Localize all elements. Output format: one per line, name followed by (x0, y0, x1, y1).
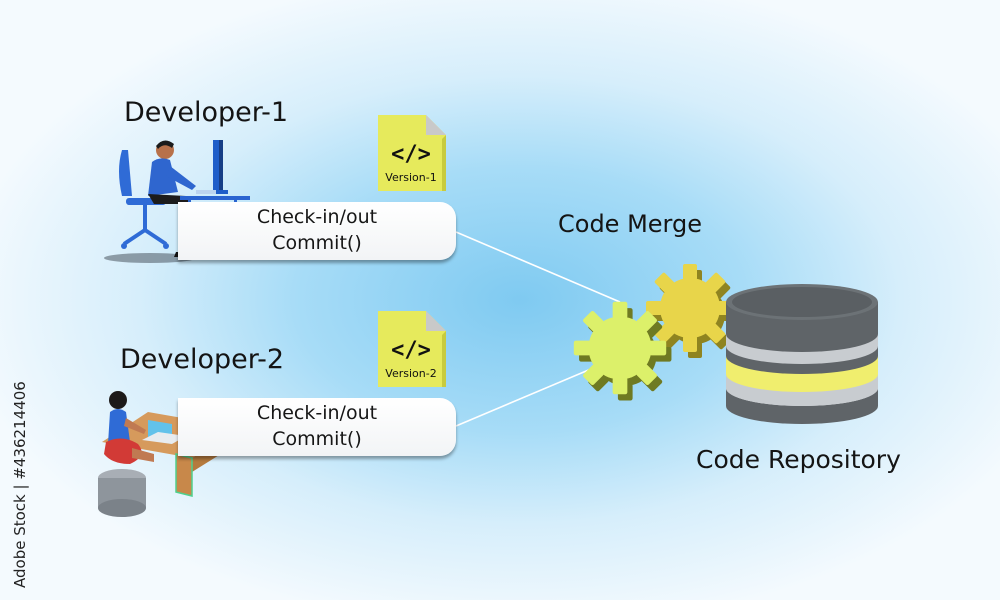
stock-watermark: Adobe Stock | #436214406 (5, 360, 35, 590)
database-icon (726, 284, 878, 424)
connector-dev1-to-merge (455, 231, 621, 303)
code-merge-label: Code Merge (558, 210, 702, 238)
connector-dev2-to-merge (455, 365, 599, 427)
developer-1-code-tag: </> (391, 142, 431, 167)
developer-2-action-line1: Check-in/out (256, 402, 378, 424)
developer-2-code-file (378, 311, 446, 387)
developer-1-code-file (378, 115, 446, 191)
developer-2-label: Developer-2 (120, 344, 285, 375)
developer-2-version-label: Version-2 (385, 367, 437, 380)
developer-2-action-line2: Commit() (272, 428, 362, 450)
developer-1-action-line1: Check-in/out (256, 206, 378, 228)
developer-1-commit-pill: Check-in/out Commit() (178, 202, 456, 260)
code-repository-label: Code Repository (696, 445, 901, 474)
developer-1-label: Developer-1 (124, 97, 289, 128)
developer-2-code-tag: </> (391, 338, 431, 363)
developer-1-version-label: Version-1 (385, 171, 437, 184)
developer-1-action-line2: Commit() (272, 232, 362, 254)
developer-2-commit-pill: Check-in/out Commit() (178, 398, 456, 456)
stock-watermark-text: Adobe Stock | #436214406 (11, 381, 29, 588)
